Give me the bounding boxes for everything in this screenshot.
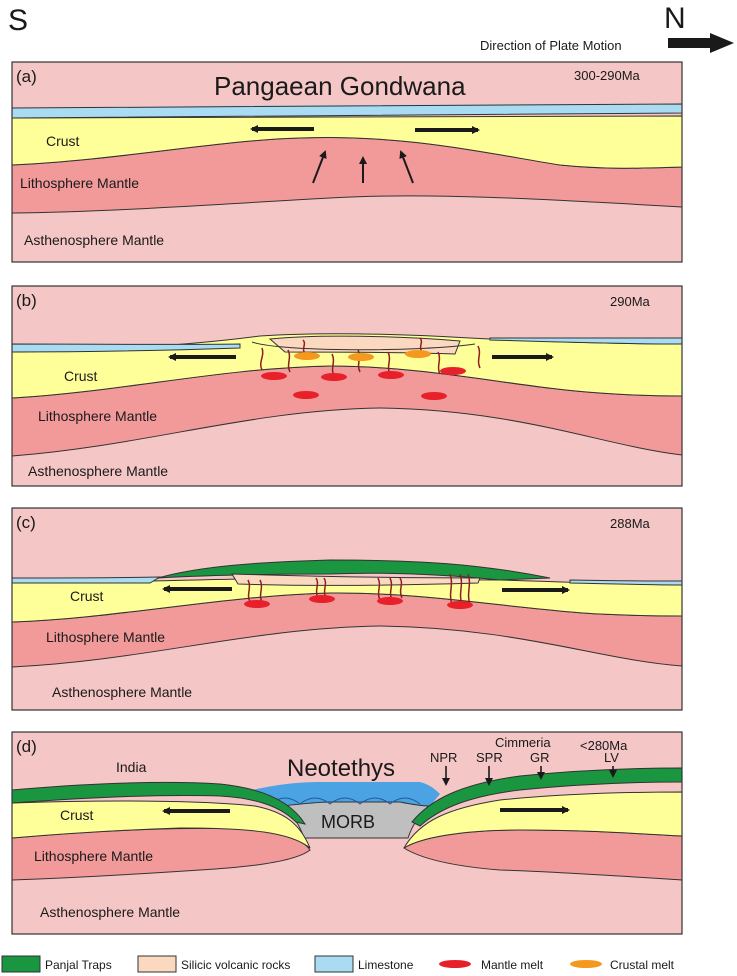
legend: Panjal Traps Silicic volcanic rocks Lime… [1, 955, 675, 973]
panel-a-age: 300-290Ma [574, 68, 641, 83]
direction-label: Direction of Plate Motion [480, 38, 622, 53]
panel-c-crust-label: Crust [70, 588, 104, 604]
mantle-melt-blob [378, 371, 404, 379]
direction-arrow [668, 33, 734, 53]
npr-label: NPR [430, 750, 457, 765]
panel-a-upwelling-arrow [399, 150, 414, 184]
legend-label-panjal: Panjal Traps [45, 958, 112, 972]
panel-d-frame [11, 731, 683, 935]
magma-conduit [399, 577, 403, 599]
gr-label: GR [530, 750, 550, 765]
panel-b-crust-label: Crust [64, 368, 98, 384]
limestone-layer [569, 579, 682, 586]
magma-conduit [331, 353, 335, 377]
legend-label-mantle-melt: Mantle melt [481, 958, 544, 972]
crust-layer [12, 800, 311, 849]
cimmeria-label: Cimmeria [495, 735, 551, 750]
mantle-melt-blob [421, 392, 447, 400]
magma-conduit [387, 351, 391, 375]
panel-c-tag: (c) [16, 513, 36, 532]
north-label: N [664, 2, 686, 35]
magma-conduit [467, 573, 471, 605]
panel-c-astheno-label: Asthenosphere Mantle [52, 684, 192, 700]
magma-conduit [377, 577, 381, 601]
legend-swatch-panjal [1, 955, 41, 973]
panjal-traps-layer [157, 559, 551, 581]
magma-conduit [287, 349, 291, 373]
crust-layer [12, 115, 682, 169]
mantle-melt-blob [377, 597, 403, 605]
magma-conduit [389, 577, 393, 601]
ocean-water [252, 782, 440, 806]
spr-label: SPR [476, 750, 503, 765]
magma-conduit [247, 579, 251, 603]
magma-conduit [357, 349, 361, 373]
morb-label: MORB [321, 812, 375, 832]
limestone-layer [12, 103, 682, 119]
panel-a: (a) 300-290Ma Pangaean Gondwana Crust Li… [11, 61, 683, 263]
south-label: S [8, 4, 28, 37]
panel-b-tag: (b) [16, 291, 37, 310]
panjal-traps-layer [12, 781, 307, 825]
magma-conduit [477, 345, 481, 369]
mantle-melt-blob [440, 367, 466, 375]
mantle-melt-blob [447, 601, 473, 609]
magma-conduit [259, 347, 264, 371]
panel-d: (d) <280Ma India Neotethys MORB Cimmeria… [11, 731, 683, 935]
lv-label: LV [604, 750, 619, 765]
panel-d-age: <280Ma [580, 738, 628, 753]
mantle-melt-blob [309, 595, 335, 603]
panel-b-age: 290Ma [610, 294, 651, 309]
panel-a-title: Pangaean Gondwana [214, 71, 466, 101]
legend-swatch-mantle-melt [439, 960, 471, 968]
silicic-volcanic-layer [231, 573, 481, 586]
panel-b-frame [11, 285, 683, 487]
magma-conduit [259, 579, 263, 603]
mantle-melt-blob [261, 372, 287, 380]
panel-a-upwelling-arrow [312, 150, 327, 184]
legend-swatch-limestone [314, 955, 354, 973]
limestone-layer [489, 337, 682, 345]
panel-d-litho-label: Lithosphere Mantle [34, 848, 153, 864]
crustal-melt-blob [405, 350, 431, 358]
legend-label-limestone: Limestone [358, 958, 414, 972]
panel-d-tag: (d) [16, 737, 37, 756]
panel-a-litho-label: Lithosphere Mantle [20, 175, 139, 191]
panel-b-astheno-label: Asthenosphere Mantle [28, 463, 168, 479]
panel-a-frame [11, 61, 683, 263]
mantle-melt-blob [321, 373, 347, 381]
panel-a-crust-label: Crust [46, 133, 80, 149]
rift-basin-line [251, 341, 476, 351]
legend-label-silicic: Silicic volcanic rocks [181, 958, 290, 972]
crustal-melt-blob [348, 353, 374, 361]
magma-conduit [449, 573, 453, 605]
limestone-layer [12, 343, 241, 353]
panel-c: (c) 288Ma Crust Lithosphere Mantle Asthe… [11, 507, 683, 711]
india-label: India [116, 759, 147, 775]
mantle-melt-blob [244, 600, 270, 608]
crustal-melt-blob [294, 352, 320, 360]
panel-c-frame [11, 507, 683, 711]
legend-label-crustal-melt: Crustal melt [610, 958, 675, 972]
panel-d-astheno-label: Asthenosphere Mantle [40, 904, 180, 920]
magma-conduit [437, 351, 441, 375]
panel-a-tag: (a) [16, 67, 37, 86]
panjal-traps-layer [411, 767, 682, 827]
panel-b-litho-label: Lithosphere Mantle [38, 408, 157, 424]
legend-swatch-crustal-melt [570, 960, 602, 968]
mantle-melt-blob [293, 391, 319, 399]
panel-c-age: 288Ma [610, 516, 651, 531]
legend-swatch-silicic [137, 955, 177, 973]
panel-b: (b) 290Ma Crust Lithosphere Mantle Asthe… [11, 285, 683, 487]
ocean-wave-crests [269, 797, 421, 805]
crust-layer [403, 791, 682, 849]
silicic-volcanic-layer [268, 335, 461, 355]
panel-c-litho-label: Lithosphere Mantle [46, 629, 165, 645]
panel-d-crust-label: Crust [60, 807, 94, 823]
limestone-layer [12, 576, 162, 584]
panel-a-astheno-label: Asthenosphere Mantle [24, 232, 164, 248]
neotethys-label: Neotethys [287, 755, 395, 782]
